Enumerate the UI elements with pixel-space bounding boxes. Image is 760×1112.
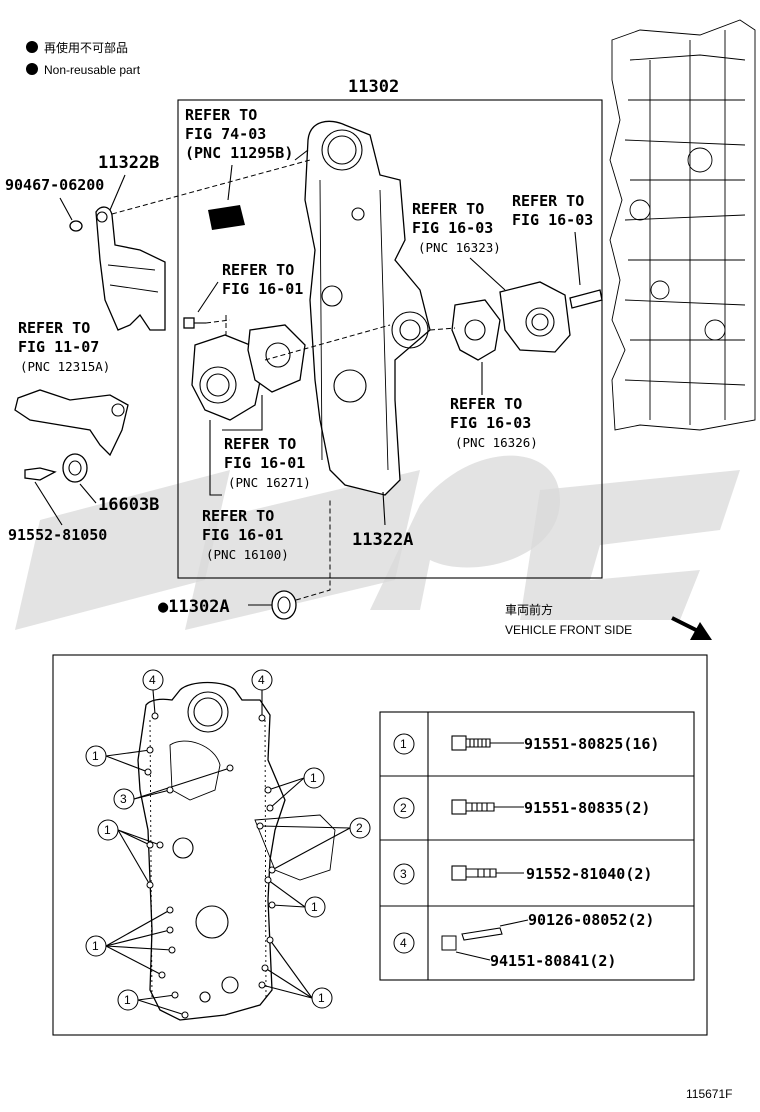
callout-seal: ●11302A xyxy=(158,597,230,617)
svg-text:2: 2 xyxy=(356,821,363,835)
ref4-line1: REFER TO xyxy=(512,192,584,210)
ref8-line3: (PNC 16326) xyxy=(455,435,538,450)
ref1-line3: (PNC 11295B) xyxy=(185,144,293,162)
direction-arrow-icon xyxy=(671,616,712,640)
bolt-part-3: 91552-81040(2) xyxy=(526,865,652,883)
svg-text:2: 2 xyxy=(400,801,407,815)
table-row: 2 xyxy=(393,797,415,819)
callout-main-assy: 11302 xyxy=(348,77,399,97)
marker-3: 3 xyxy=(113,788,135,810)
detail-frame xyxy=(52,654,708,1036)
marker-1e: 1 xyxy=(85,935,107,957)
marker-2: 2 xyxy=(349,817,371,839)
marker-1a: 1 xyxy=(85,745,107,767)
legend-en: Non-reusable part xyxy=(44,63,141,77)
svg-text:1: 1 xyxy=(92,939,99,953)
svg-text:3: 3 xyxy=(400,867,407,881)
callout-gasket-a: 11322A xyxy=(352,530,413,550)
small-bolt-icon xyxy=(183,317,206,329)
water-pump xyxy=(191,324,306,421)
label-plate-icon xyxy=(208,205,245,230)
bolt-part-4a: 90126-08052(2) xyxy=(528,911,654,929)
ref1-line2: FIG 74-03 xyxy=(185,125,266,143)
marker-1g: 1 xyxy=(311,987,333,1009)
ref8-line2: FIG 16-03 xyxy=(450,414,531,432)
assembly-frame xyxy=(177,99,603,579)
ref3-line1: REFER TO xyxy=(412,200,484,218)
svg-text:4: 4 xyxy=(149,673,156,687)
oil-seal xyxy=(271,590,297,620)
cap-icon xyxy=(69,220,83,232)
table-row: 3 xyxy=(393,863,415,885)
table-row: 4 xyxy=(393,932,415,954)
svg-text:1: 1 xyxy=(311,900,318,914)
marker-4b: 4 xyxy=(251,669,273,691)
nut-icon xyxy=(441,935,457,951)
ref5-line3: (PNC 12315A) xyxy=(20,359,110,374)
ref3-line3: (PNC 16323) xyxy=(418,240,501,255)
idler-pulley xyxy=(24,453,88,483)
legend-jp: 再使用不可部品 xyxy=(44,40,128,55)
bolt-table: 1 91551-80825(16) 2 91551-80835(2) 3 915… xyxy=(379,711,695,981)
idler-bracket xyxy=(14,389,129,457)
callout-bracket: 11322B xyxy=(98,153,159,173)
ref7-line1: REFER TO xyxy=(202,507,274,525)
direction-en: VEHICLE FRONT SIDE xyxy=(505,623,632,637)
bolt-part-1: 91551-80825(16) xyxy=(524,735,659,753)
ref6-line1: REFER TO xyxy=(224,435,296,453)
stud-icon xyxy=(461,927,503,941)
ref3-line2: FIG 16-03 xyxy=(412,219,493,237)
ref7-line2: FIG 16-01 xyxy=(202,526,283,544)
bolt-part-4b: 94151-80841(2) xyxy=(490,952,616,970)
ref2-line1: REFER TO xyxy=(222,261,294,279)
direction-jp: 車両前方 xyxy=(505,602,553,617)
bolt-holes xyxy=(144,712,276,1019)
ref1-line1: REFER TO xyxy=(185,106,257,124)
callout-bolt-top: 90467-06200 xyxy=(5,176,104,194)
ref7-line3: (PNC 16100) xyxy=(206,547,289,562)
ref5-line2: FIG 11-07 xyxy=(18,338,99,356)
ref2-line2: FIG 16-01 xyxy=(222,280,303,298)
marker-1d: 1 xyxy=(304,896,326,918)
svg-text:1: 1 xyxy=(310,771,317,785)
marker-1f: 1 xyxy=(117,989,139,1011)
marker-1b: 1 xyxy=(303,767,325,789)
timing-cover-upper xyxy=(304,120,431,496)
watermark-logo xyxy=(15,455,740,630)
bolt-icon xyxy=(451,799,495,815)
svg-text:4: 4 xyxy=(258,673,265,687)
water-inlet xyxy=(451,281,603,361)
bracket-11322b xyxy=(95,206,166,331)
bolt-icon xyxy=(451,865,497,881)
legend-dot-icon xyxy=(26,63,38,75)
circle-markers: 4 4 1 3 1 2 1 1 1 1 1 xyxy=(85,669,371,1011)
svg-text:1: 1 xyxy=(318,991,325,1005)
timing-cover-detail xyxy=(137,681,336,1021)
marker-1c: 1 xyxy=(97,819,119,841)
svg-text:3: 3 xyxy=(120,792,127,806)
ref6-line3: (PNC 16271) xyxy=(228,475,311,490)
marker-leaders xyxy=(105,689,351,1016)
table-row: 1 xyxy=(393,733,415,755)
figure-id: 115671F xyxy=(686,1087,732,1101)
ref8-line1: REFER TO xyxy=(450,395,522,413)
ref5-line1: REFER TO xyxy=(18,319,90,337)
svg-text:1: 1 xyxy=(400,737,407,751)
ref6-line2: FIG 16-01 xyxy=(224,454,305,472)
bolt-icon xyxy=(451,735,491,751)
legend-dot-icon xyxy=(26,41,38,53)
marker-4a: 4 xyxy=(142,669,164,691)
svg-text:1: 1 xyxy=(104,823,111,837)
svg-text:1: 1 xyxy=(124,993,131,1007)
svg-text:4: 4 xyxy=(400,936,407,950)
callout-idler: 16603B xyxy=(98,495,159,515)
ref4-line2: FIG 16-03 xyxy=(512,211,593,229)
svg-text:1: 1 xyxy=(92,749,99,763)
callout-idler-bolt: 91552-81050 xyxy=(8,526,107,544)
bolt-part-2: 91551-80835(2) xyxy=(524,799,650,817)
engine-block-sketch xyxy=(609,19,756,431)
